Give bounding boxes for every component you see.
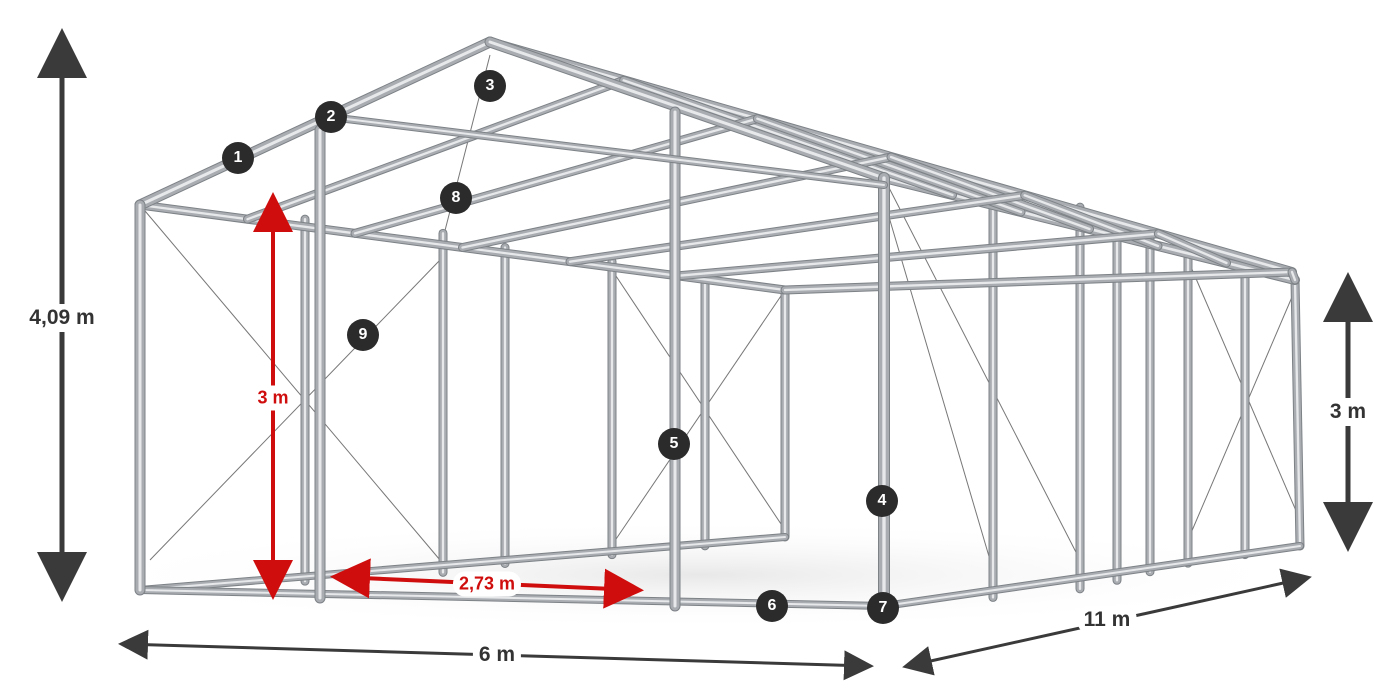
callout-3: 3	[474, 70, 506, 102]
rafter-highlight	[676, 232, 1160, 278]
front-rafter-highlight	[488, 40, 886, 180]
width-label: 6 m	[472, 641, 522, 669]
rafter-highlight	[1290, 270, 1297, 282]
callout-2: 2	[315, 101, 347, 133]
tie-beam-highlight	[329, 116, 885, 186]
callout-7: 7	[867, 592, 899, 624]
rafter-highlight	[246, 79, 625, 221]
corner-pole-highlight	[1293, 278, 1302, 548]
brace-cable	[883, 177, 1081, 561]
callout-4: 4	[866, 485, 898, 517]
rafter-highlight	[568, 194, 1026, 263]
callout-5: 5	[658, 428, 690, 460]
rafter-highlight	[622, 79, 954, 197]
brace-cable	[611, 269, 786, 531]
brace-cable	[611, 289, 786, 546]
rafter-highlight	[756, 117, 1023, 214]
wall-height-label: 3 m	[1323, 398, 1373, 426]
rafter-highlight	[889, 155, 1091, 231]
callout-8: 8	[440, 182, 472, 214]
rafter-highlight	[1157, 232, 1228, 265]
length-label: 11 m	[1077, 606, 1137, 634]
callout-9: 9	[347, 319, 379, 351]
side-height-label: 3 m	[251, 385, 295, 411]
brace-cable	[149, 259, 441, 561]
front-rafter-highlight	[138, 40, 492, 207]
callout-1: 1	[222, 142, 254, 174]
height-total-label: 4,09 m	[23, 304, 101, 332]
rafter-highlight	[353, 117, 759, 235]
pole-spacing-label: 2,73 m	[452, 571, 522, 597]
rafter-highlight	[783, 270, 1294, 292]
brace-cable	[883, 199, 994, 571]
brace-cable	[139, 204, 441, 561]
callout-6: 6	[756, 590, 788, 622]
